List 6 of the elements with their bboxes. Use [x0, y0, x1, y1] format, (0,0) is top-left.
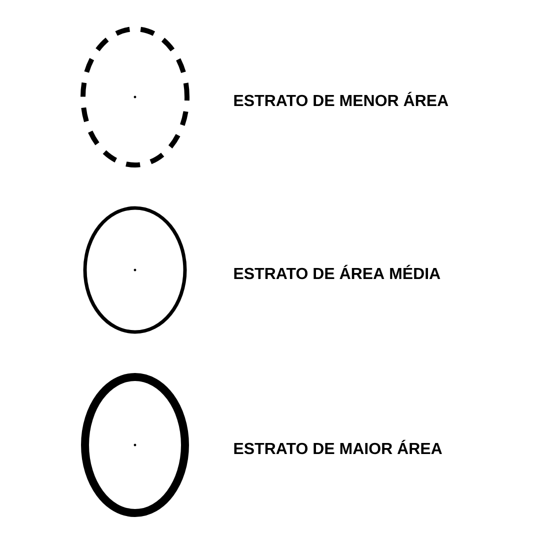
stratum-label: ESTRATO DE MENOR ÁREA [234, 92, 448, 106]
stratum-ellipse [80, 26, 190, 168]
stratum-ellipse [83, 206, 187, 334]
stratum-label: ESTRATO DE ÁREA MÉDIA [234, 264, 440, 280]
stratum-label: ESTRATO DE MAIOR ÁREA [234, 440, 442, 454]
stratum-ellipse [81, 373, 189, 517]
